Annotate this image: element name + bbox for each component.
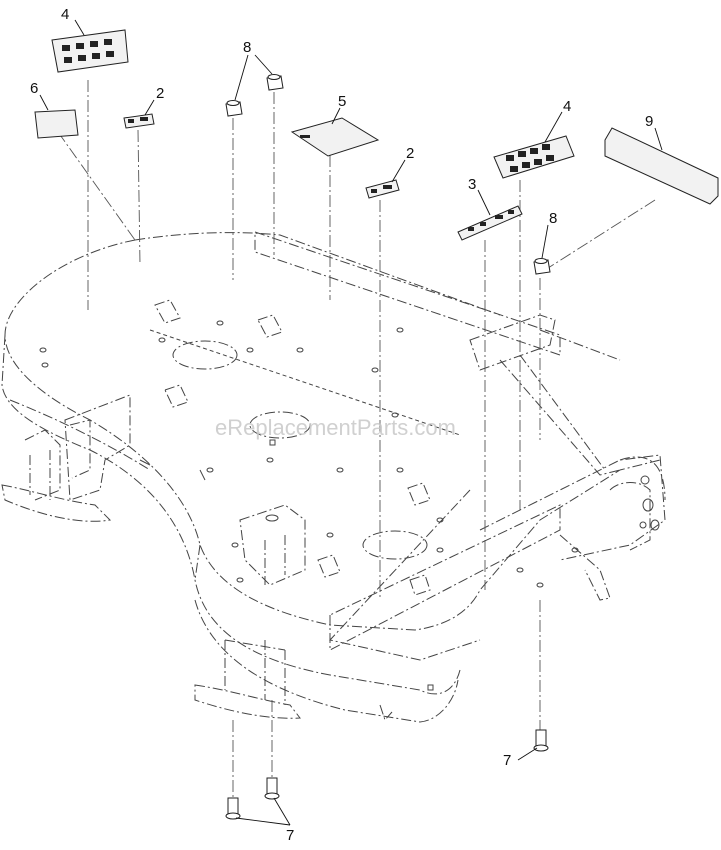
nut-8-left[interactable] [225, 100, 243, 117]
bolt-7-left[interactable] [225, 797, 241, 820]
decal-4-left[interactable] [51, 29, 129, 73]
bolt-7-right[interactable] [533, 729, 549, 752]
callout-9: 9 [645, 113, 653, 130]
deck-brackets [1, 299, 431, 721]
decal-6[interactable] [34, 109, 79, 139]
decal-9[interactable] [604, 127, 719, 205]
callout-6: 6 [30, 80, 38, 97]
nut-8-lower[interactable] [533, 258, 551, 275]
deck-holes [39, 320, 660, 691]
callout-labels: 4 8 6 2 5 2 4 9 3 8 7 7 [30, 6, 653, 844]
callout-7: 7 [503, 752, 511, 769]
callout-7: 7 [286, 827, 294, 844]
decal-5[interactable] [290, 117, 380, 157]
callout-2: 2 [406, 145, 414, 162]
explode-lines [57, 80, 656, 800]
callout-2: 2 [156, 85, 164, 102]
decal-2-right[interactable] [365, 179, 400, 199]
bolt-7-mid[interactable] [264, 777, 280, 800]
callout-5: 5 [338, 93, 346, 110]
watermark: eReplacementParts.com [215, 415, 456, 440]
callout-3: 3 [468, 176, 476, 193]
decal-4-right[interactable] [493, 135, 575, 179]
callout-8: 8 [243, 39, 251, 56]
deck-frame [254, 231, 666, 651]
leader-lines [39, 19, 663, 826]
decal-2-left[interactable] [123, 113, 155, 129]
mower-deck [1, 232, 661, 723]
callout-4: 4 [563, 98, 571, 115]
nut-8-right[interactable] [266, 74, 284, 91]
decal-3[interactable] [457, 205, 523, 241]
callout-4: 4 [61, 6, 69, 23]
callout-8: 8 [549, 210, 557, 227]
